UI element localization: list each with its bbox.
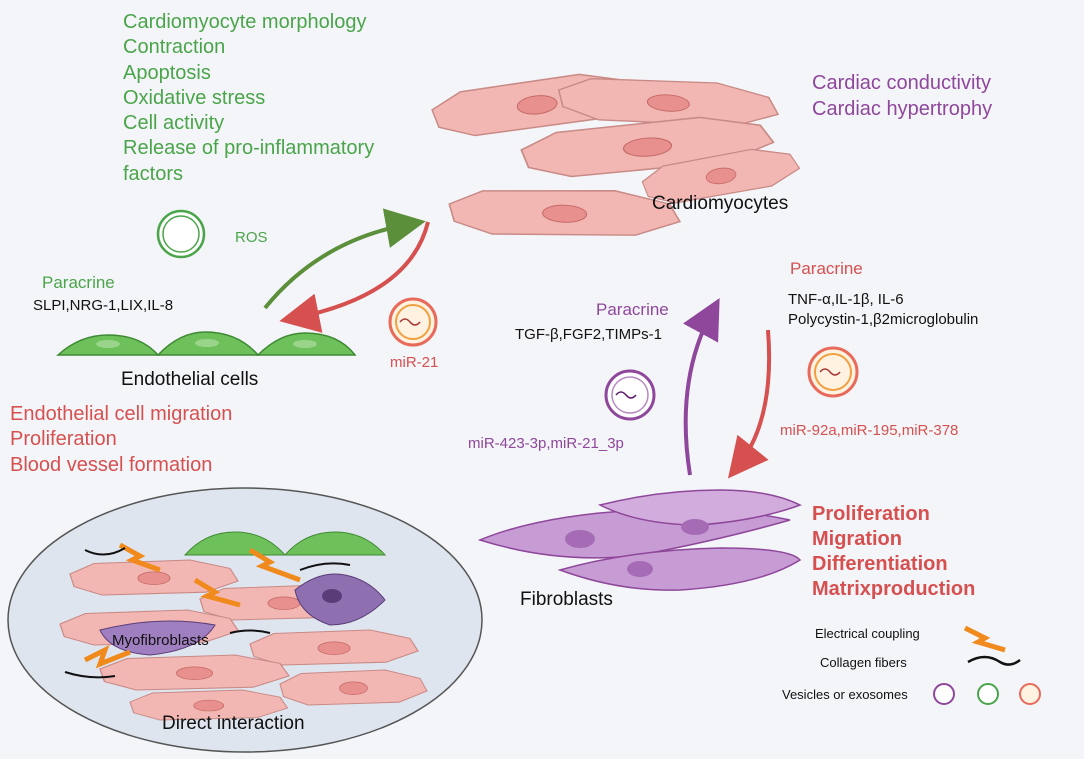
effect-item: Cardiac hypertrophy bbox=[812, 98, 993, 120]
endothelial-effects-list: Endothelial cell migration Proliferation… bbox=[10, 402, 232, 478]
paracrine-endothelial-factors: SLPI,NRG-1,LIX,IL-8 bbox=[33, 297, 174, 314]
effect-item: Proliferation bbox=[10, 428, 117, 451]
orange-vesicle-icon bbox=[807, 346, 859, 398]
effect-item: Blood vessel formation bbox=[10, 453, 213, 476]
paracrine-endothelial-title: Paracrine bbox=[42, 273, 115, 292]
myofibroblasts-label: Myofibroblasts bbox=[112, 632, 209, 649]
effect-item: Release of pro-inflammatory bbox=[123, 137, 375, 160]
effect-item: Apoptosis bbox=[123, 61, 211, 84]
collagen-fiber-icon bbox=[967, 655, 1021, 666]
mir21-vesicle-icon bbox=[388, 297, 438, 347]
effect-item: Proliferation bbox=[812, 503, 930, 525]
effect-item: Cardiomyocyte morphology bbox=[123, 11, 367, 33]
arrow-endothelial-to-cardio bbox=[263, 208, 426, 310]
electrical-coupling-icon bbox=[963, 625, 1006, 653]
paracrine-fibroblast-purple-mirna: miR-423-3p,miR-21_3p bbox=[468, 435, 624, 452]
arrow-cardio-to-fibroblast bbox=[727, 329, 772, 479]
endothelial-cells-shape bbox=[56, 331, 357, 356]
effect-item: Migration bbox=[812, 528, 902, 550]
effect-item: factors bbox=[123, 162, 184, 185]
fibroblast-effects-list: Proliferation Migration Differentiation … bbox=[812, 502, 975, 602]
legend-collagen-label: Collagen fibers bbox=[820, 655, 907, 670]
purple-vesicle-icon bbox=[604, 369, 656, 421]
fibroblasts-label: Fibroblasts bbox=[520, 589, 613, 610]
effect-item: Oxidative stress bbox=[123, 86, 266, 109]
paracrine-fibroblast-purple-title: Paracrine bbox=[596, 300, 669, 319]
direct-interaction-ellipse bbox=[7, 487, 483, 753]
effect-item: Cardiac conductivity bbox=[812, 72, 991, 94]
effect-item: Endothelial cell migration bbox=[10, 403, 233, 425]
cardiomyocytes-label: Cardiomyocytes bbox=[652, 193, 789, 214]
arrow-cardio-to-endothelial bbox=[279, 221, 430, 333]
legend-vesicles-label: Vesicles or exosomes bbox=[782, 687, 908, 702]
legend-electrical-label: Electrical coupling bbox=[815, 626, 920, 641]
legend-orange-vesicle-icon bbox=[1019, 683, 1041, 705]
direct-interaction-label: Direct interaction bbox=[162, 713, 305, 734]
effect-item: Contraction bbox=[123, 36, 226, 59]
effect-item: Cell activity bbox=[123, 112, 225, 135]
ros-vesicle-icon bbox=[156, 209, 206, 259]
mir21-label: miR-21 bbox=[390, 354, 439, 371]
paracrine-fibroblast-red-factors-2: Polycystin-1,β2microglobulin bbox=[788, 311, 979, 328]
effect-item: Matrixproduction bbox=[812, 578, 976, 600]
paracrine-fibroblast-red-mirna: miR-92a,miR-195,miR-378 bbox=[780, 422, 959, 439]
cardiomyocyte-cluster bbox=[429, 67, 803, 242]
fibroblasts-shape bbox=[477, 489, 802, 591]
effect-item: Differentiation bbox=[812, 553, 948, 575]
legend-purple-vesicle-icon bbox=[933, 683, 955, 705]
cardiomyocyte-effects-list: Cardiomyocyte morphology Contraction Apo… bbox=[123, 10, 374, 187]
arrow-fibroblast-to-cardio bbox=[682, 297, 720, 476]
legend-green-vesicle-icon bbox=[977, 683, 999, 705]
paracrine-fibroblast-red-title: Paracrine bbox=[790, 259, 863, 278]
endothelial-cells-label: Endothelial cells bbox=[121, 369, 259, 390]
ros-label: ROS bbox=[235, 229, 268, 246]
paracrine-fibroblast-purple-factors: TGF-β,FGF2,TIMPs-1 bbox=[515, 326, 662, 343]
conduction-effects-list: Cardiac conductivity Cardiac hypertrophy bbox=[812, 70, 992, 122]
paracrine-fibroblast-red-factors-1: TNF-α,IL-1β, IL-6 bbox=[788, 291, 904, 308]
